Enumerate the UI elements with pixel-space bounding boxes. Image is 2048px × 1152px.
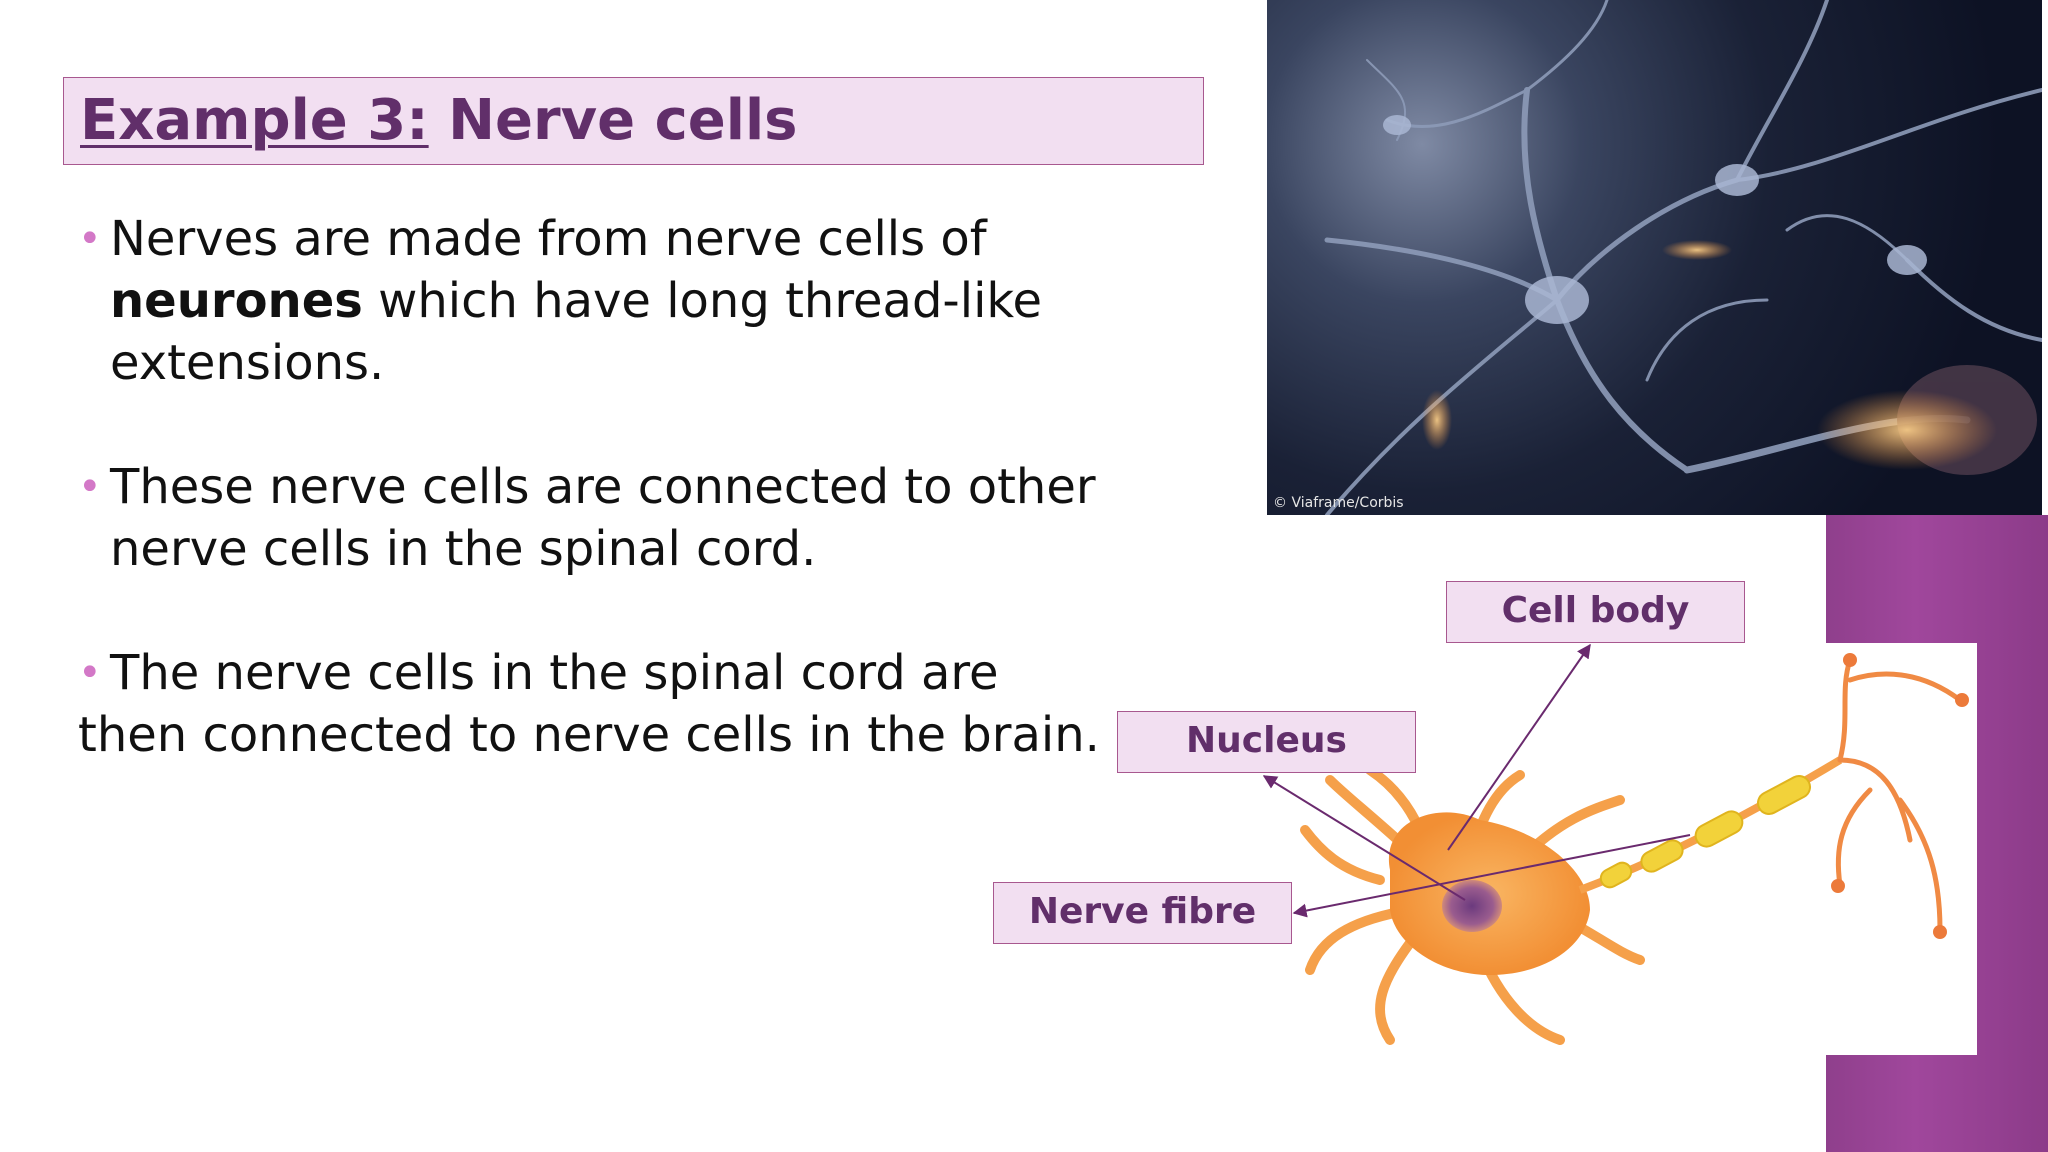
bullet-dot-icon: • xyxy=(78,650,102,696)
bold-term: neurones xyxy=(110,273,363,329)
bullet-dot-icon: • xyxy=(78,216,102,262)
bullet-list: • Nerves are made from nerve cells of ne… xyxy=(78,208,1100,766)
arrow-nerve-fibre xyxy=(1292,834,1691,918)
bullet-line: extensions. xyxy=(110,335,385,391)
bullet-line: Nerves are made from nerve cells of xyxy=(110,211,987,267)
neuron-photo-illustration xyxy=(1324,0,2042,515)
label-cell-body: Cell body xyxy=(1446,581,1745,643)
bullet-line: neurones which have long thread-like xyxy=(110,273,1043,329)
myelin-sheath xyxy=(1599,775,1812,889)
arrow-nucleus xyxy=(1262,775,1466,901)
axon-terminals xyxy=(1835,657,1963,933)
bullet-item: • The nerve cells in the spinal cord are… xyxy=(78,642,1100,766)
bullet-line: These nerve cells are connected to other xyxy=(110,459,1096,515)
bullet-item: • Nerves are made from nerve cells of ne… xyxy=(78,208,1098,394)
bullet-dot-icon: • xyxy=(78,464,102,510)
bullet-line: The nerve cells in the spinal cord are xyxy=(110,645,999,701)
bullet-line: nerve cells in the spinal cord. xyxy=(110,521,817,577)
title-rest: Nerve cells xyxy=(428,88,798,153)
label-nerve-fibre: Nerve fibre xyxy=(993,882,1292,944)
bullet-line: then connected to nerve cells in the bra… xyxy=(78,707,1100,763)
title-prefix: Example 3: xyxy=(80,88,429,153)
slide-title: Example 3: Nerve cells xyxy=(80,88,797,154)
bullet-item: • These nerve cells are connected to oth… xyxy=(78,456,1098,580)
title-box: Example 3: Nerve cells xyxy=(63,77,1204,165)
nucleus-shape xyxy=(1442,880,1502,932)
arrow-cell-body xyxy=(1447,643,1591,851)
photo-credit: © Viaframe/Corbis xyxy=(1273,495,1404,511)
label-nucleus: Nucleus xyxy=(1117,711,1416,773)
neuron-photo: © Viaframe/Corbis xyxy=(1267,0,2042,515)
